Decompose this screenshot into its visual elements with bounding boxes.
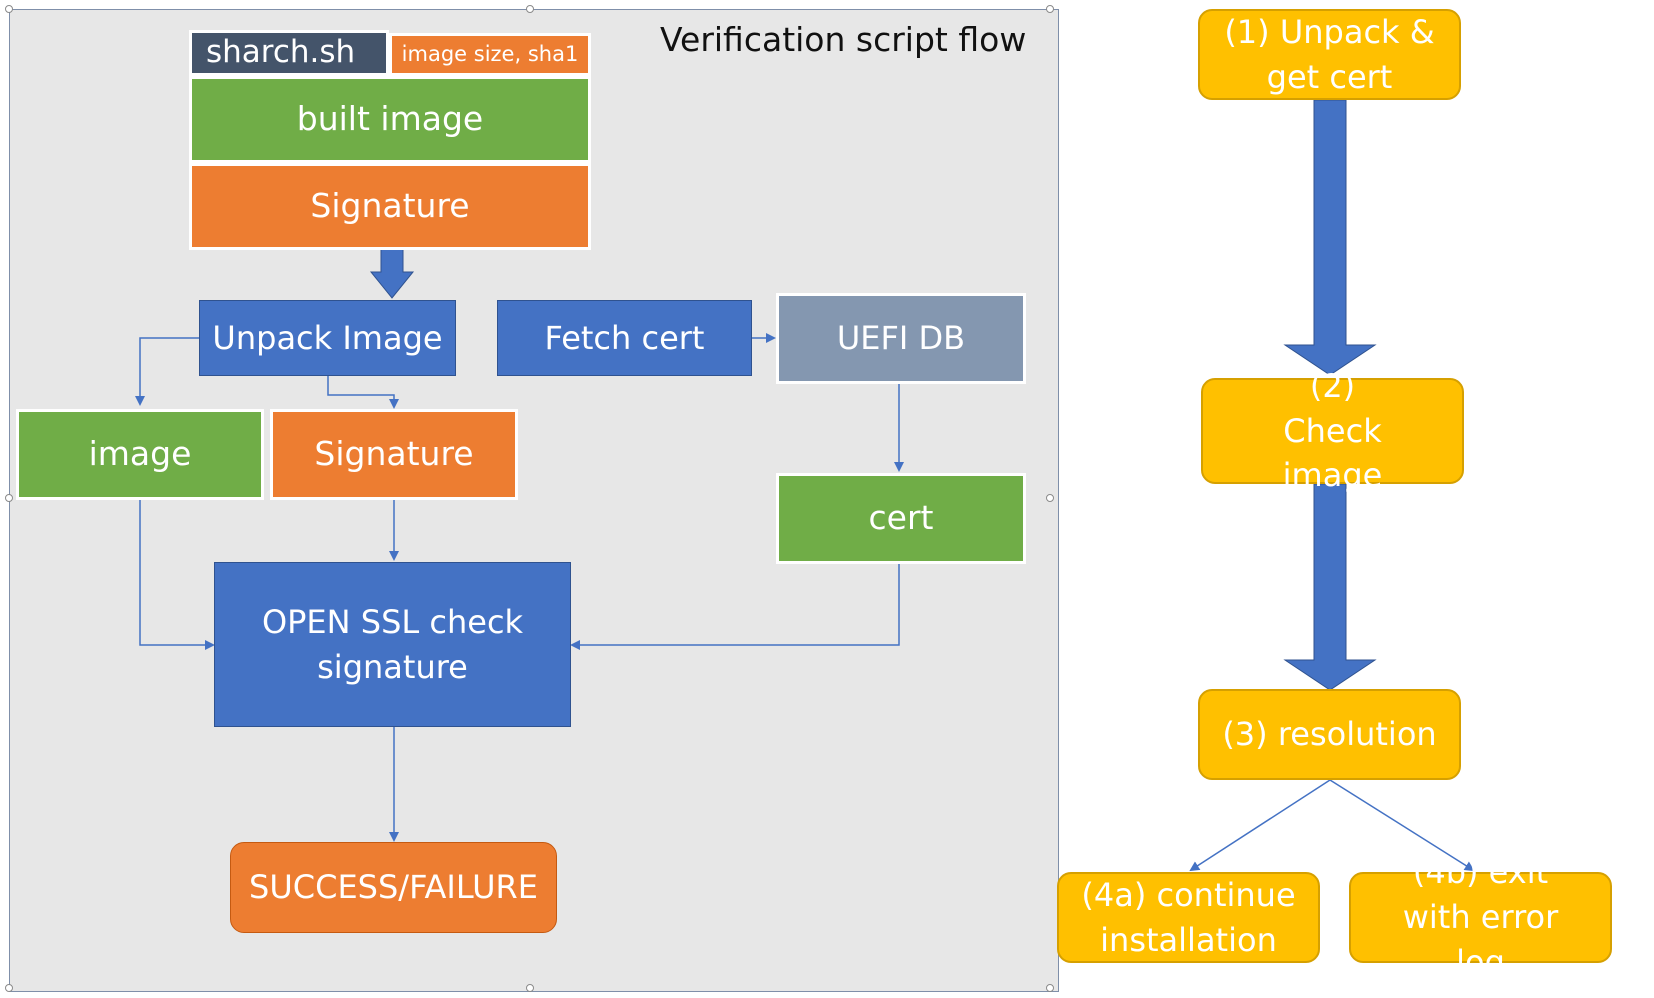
step2-label: (2) Check image	[1282, 366, 1383, 495]
unpack-image-label: Unpack Image	[212, 318, 443, 357]
resize-handle-top-middle[interactable]	[526, 5, 534, 13]
connector-step3-to-step4a	[1189, 779, 1331, 872]
resize-handle-top-left[interactable]	[5, 5, 13, 13]
step3-box: (3) resolution	[1198, 689, 1461, 780]
signature-box: Signature	[270, 409, 518, 500]
step4b-box: (4b) exit with error log	[1349, 853, 1612, 981]
archive-header-box: sharch.sh	[189, 30, 389, 76]
connector-step3-to-step4b	[1329, 779, 1475, 872]
result-label: SUCCESS/FAILURE	[249, 868, 538, 907]
step3-label: (3) resolution	[1222, 715, 1437, 754]
step4a-box: (4a) continue installation	[1057, 872, 1320, 963]
connector-cert-to-openssl	[570, 563, 900, 650]
archive-payload-label: built image	[296, 99, 484, 139]
resize-handle-bottom-left[interactable]	[5, 984, 13, 992]
connector-unpack-to-signature	[327, 376, 399, 409]
resize-handle-top-right[interactable]	[1046, 5, 1054, 13]
step1-box: (1) Unpack & get cert	[1198, 9, 1461, 100]
step2-box: (2) Check image	[1201, 367, 1464, 494]
archive-payload-box: built image	[189, 76, 591, 163]
step1-label: (1) Unpack & get cert	[1224, 12, 1435, 96]
image-label: image	[88, 434, 192, 474]
openssl-check-label: OPEN SSL check signature	[261, 602, 524, 686]
arrow-step1-to-step2	[1283, 99, 1377, 376]
cert-label: cert	[868, 498, 934, 538]
archive-meta-box: image size, sha1	[389, 33, 591, 76]
uefi-db-label: UEFI DB	[836, 319, 966, 358]
fetch-cert-box: Fetch cert	[497, 300, 752, 376]
resize-handle-bottom-right[interactable]	[1046, 984, 1054, 992]
openssl-check-box: OPEN SSL check signature	[214, 562, 571, 727]
step4a-label: (4a) continue installation	[1081, 875, 1296, 959]
image-box: image	[16, 409, 264, 500]
cert-box: cert	[776, 473, 1026, 564]
archive-header-label: sharch.sh	[206, 34, 356, 71]
signature-label: Signature	[314, 434, 474, 474]
archive-signature-box: Signature	[189, 163, 591, 250]
resize-handle-middle-left[interactable]	[5, 494, 13, 502]
arrow-archive-to-unpack	[369, 247, 415, 299]
uefi-db-box: UEFI DB	[776, 293, 1026, 384]
archive-meta-label: image size, sha1	[401, 41, 579, 66]
diagram-title: Verification script flow	[660, 20, 1027, 59]
connector-image-to-openssl	[139, 499, 215, 650]
resize-handle-middle-right[interactable]	[1046, 494, 1054, 502]
resize-handle-bottom-middle[interactable]	[526, 984, 534, 992]
fetch-cert-label: Fetch cert	[544, 318, 705, 357]
arrow-step2-to-step3	[1283, 483, 1377, 691]
archive-signature-label: Signature	[310, 186, 470, 226]
connector-unpack-to-image	[135, 337, 199, 406]
step4b-label: (4b) exit with error log	[1402, 853, 1559, 981]
result-box: SUCCESS/FAILURE	[230, 842, 557, 933]
unpack-image-box: Unpack Image	[199, 300, 456, 376]
